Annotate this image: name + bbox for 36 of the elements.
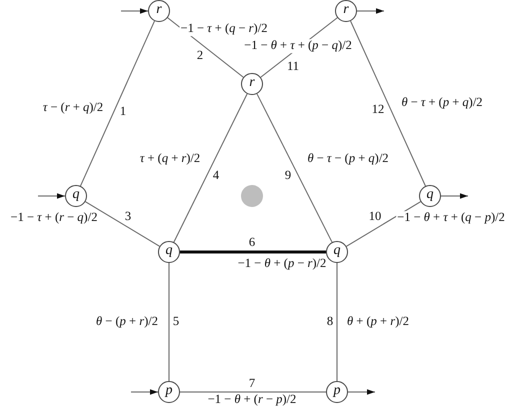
connector-line [173, 93, 248, 243]
state-circle: r [241, 73, 263, 95]
arrow [120, 8, 148, 14]
edge-label: θ − τ − (p + q)/2 [306, 152, 390, 166]
arrow [130, 389, 158, 395]
state-circle: q [326, 241, 348, 263]
connector-line [350, 20, 426, 186]
edge-label: θ − τ + (p + q)/2 [400, 96, 484, 110]
state-circle: r [335, 0, 357, 22]
arrow [356, 8, 384, 14]
edge-label: −1 − θ + τ + (p − q)/2 [243, 39, 353, 53]
connector-line [336, 262, 338, 382]
arrow [38, 193, 66, 199]
connector-line [346, 201, 422, 247]
edge-label: −1 − θ + (r − p)/2 [206, 393, 298, 407]
edge-label: τ − (r + q)/2 [42, 101, 104, 115]
state-circle: q [419, 185, 441, 207]
connector-line [84, 201, 160, 247]
state-circle: q [158, 241, 180, 263]
state-circle: p [158, 381, 180, 403]
connector-line [256, 93, 333, 243]
arrow [440, 193, 468, 199]
edge-label: θ + (p + r)/2 [346, 315, 410, 329]
arrow [348, 389, 376, 395]
edge-label: −1 − τ + (q − r)/2 [180, 22, 268, 36]
connector-line [168, 262, 170, 382]
state-circle: q [65, 185, 87, 207]
edge-label: τ + (q + r)/2 [138, 152, 202, 166]
connector-line [180, 250, 326, 254]
edge-label: −1 − θ + τ + (q − p)/2 [396, 211, 506, 225]
state-circle: p [326, 381, 348, 403]
edge-label: −1 − τ + (r − q)/2 [10, 211, 98, 225]
edge-label: −1 − θ + (p − r)/2 [236, 257, 328, 271]
connector-line [80, 20, 155, 186]
edge-label: θ − (p + r)/2 [95, 315, 159, 329]
state-circle: r [148, 0, 170, 22]
